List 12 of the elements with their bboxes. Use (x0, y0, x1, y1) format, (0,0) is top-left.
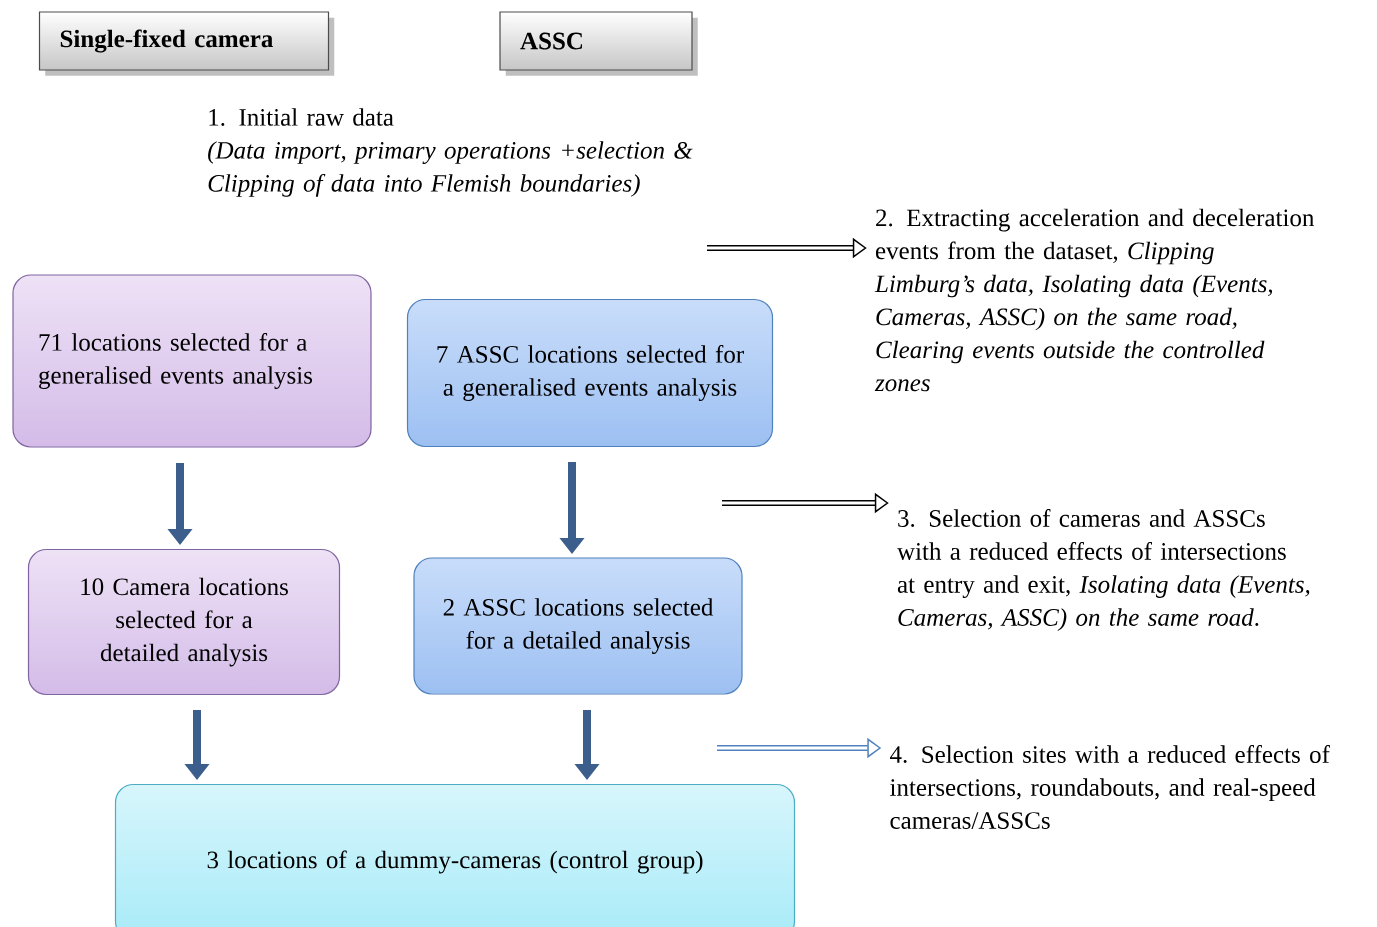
step-text: 4. Selection sites with a reduced effects of intersections, roundabouts, and real-speed cameras/ASSCs (890, 745, 1330, 829)
process-box: 71 locations selected for a generalised events analysis (12, 274, 372, 448)
header-box: Single-fixed camera (38, 11, 335, 76)
process-box: 10 Camera locations selected for a detailed analysis (27, 548, 341, 696)
process-box: 7 ASSC locations selected for a generalised events analysis (406, 298, 774, 448)
step-text: 3. Selection of cameras and ASSCs with a reduced effects of intersections at entry and exit, Isolating data (Events, Cameras, ASSC) on the same road. (897, 509, 1310, 631)
process-box: 3 locations of a dummy-cameras (control group) (114, 783, 796, 927)
step-text: 1. Initial raw data (209, 108, 394, 126)
header-box: ASSC (499, 11, 698, 76)
step-text: (Data import, primary operations +selection & Clipping of data into Flemish boundaries) (208, 141, 693, 197)
process-box: 2 ASSC locations selected for a detailed analysis (413, 557, 743, 695)
step-text: 2. Extracting acceleration and deceleration events from the dataset, Clipping Limburg’s data, Isolating data (Events, Cameras, ASSC) on the same road, Clearing events outside the controlled zones (874, 208, 1315, 392)
